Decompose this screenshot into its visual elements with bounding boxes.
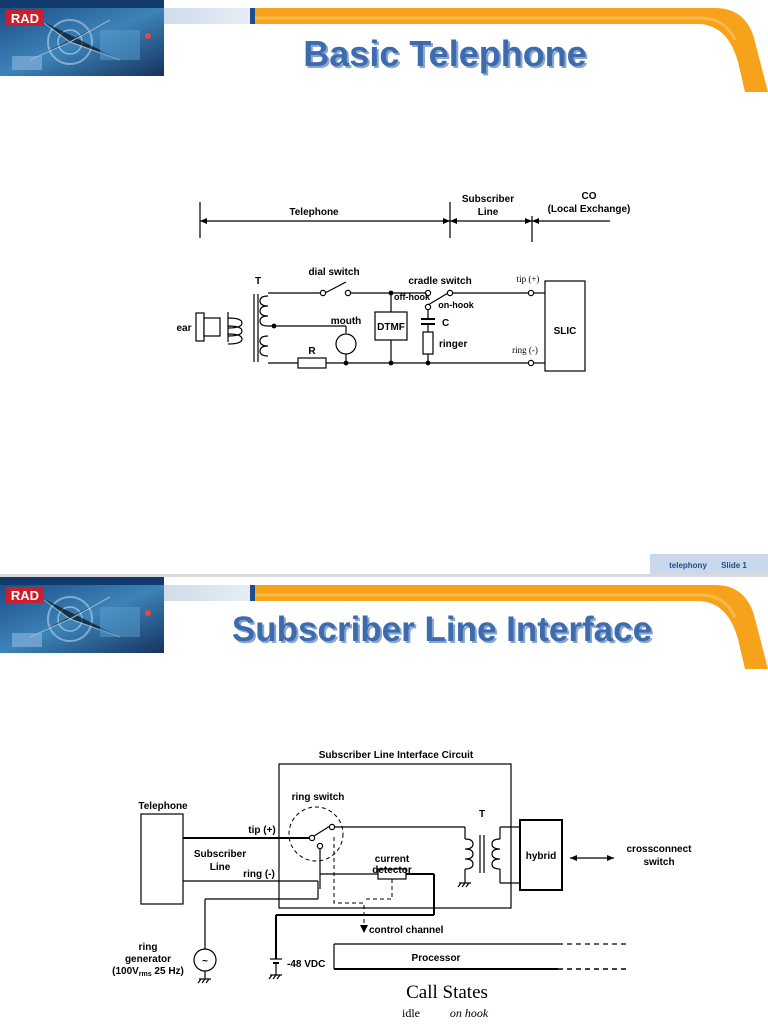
footer-topic: telephony: [669, 561, 707, 570]
label-hybrid: hybrid: [526, 851, 557, 862]
slide-title-2: Subscriber Line Interface: [232, 610, 652, 649]
label-ring-gen-3: (100Vrms 25 Hz): [112, 966, 184, 978]
label-ring-2: ring (-): [243, 869, 275, 880]
ring-switch-outline: [288, 806, 344, 862]
label-T-2: T: [479, 809, 485, 820]
ringer-icon: [422, 331, 434, 355]
svg-text:RAD: RAD: [11, 588, 39, 603]
label-subscriber-line-1: Subscriber: [462, 194, 514, 205]
header-photo: [0, 8, 164, 76]
slide-basic-telephone: RAD Basic Telephone Basic Telephone Tele…: [0, 0, 768, 577]
label-ring-gen-1: ring: [139, 942, 158, 953]
label-subscriber-line-2: Line: [478, 207, 499, 218]
label-telephone-section: Telephone: [289, 207, 339, 218]
slide-canvas-2: RAD Subscriber Line Interface Subscriber…: [0, 577, 768, 1020]
label-subscriber-2: Line: [210, 862, 231, 873]
call-states-title: Call States: [406, 982, 488, 1003]
label-control-channel: control channel: [369, 925, 444, 936]
label-subscriber-1: Subscriber: [194, 849, 246, 860]
label-slic: SLIC: [554, 326, 577, 337]
label-T: T: [255, 276, 261, 287]
slic-diagram: Subscriber Line Interface Circuit Teleph…: [112, 750, 692, 984]
label-detector-visible: detector: [372, 865, 412, 876]
label-current: current: [375, 854, 410, 865]
resistor-R-icon: [297, 357, 327, 369]
slic-circuit-box: [278, 763, 512, 909]
label-crossconnect: crossconnect: [626, 844, 692, 855]
label-telephone: Telephone: [138, 801, 188, 812]
label-ringer: ringer: [439, 339, 467, 350]
tilde-icon: ~: [202, 956, 208, 967]
label-R: R: [308, 346, 316, 357]
label-on-hook: on-hook: [438, 300, 474, 310]
ear-icon: [195, 312, 243, 345]
header-2: RAD Subscriber Line Interface Subscriber…: [0, 577, 768, 669]
header-orange-swoosh-2: [255, 585, 768, 669]
svg-text:Subscriber Line Interface: Subscriber Line Interface: [234, 612, 654, 651]
label-ring-switch: ring switch: [292, 792, 345, 803]
call-state-idle: idle: [402, 1006, 420, 1020]
call-states: Call States idle on hook: [402, 982, 489, 1020]
label-ring: ring (-): [512, 345, 538, 355]
label-ear: ear: [176, 323, 191, 334]
label-ring-gen-2: generator: [125, 954, 171, 965]
label-off-hook: off-hook: [394, 292, 431, 302]
header: RAD Basic Telephone Basic Telephone: [0, 0, 768, 92]
rad-logo: RAD: [6, 10, 44, 26]
slide-title: Basic Telephone: [303, 33, 586, 74]
slide-footer: telephony Slide 1: [0, 554, 768, 577]
label-processor: Processor: [412, 953, 461, 964]
slide-subscriber-line-interface: RAD Subscriber Line Interface Subscriber…: [0, 577, 768, 1024]
transformer-icon: [253, 294, 269, 362]
slic-box: [544, 280, 586, 372]
label-tip: tip (+): [517, 274, 540, 284]
header-bar-light: [164, 8, 250, 24]
slide-canvas: RAD Basic Telephone Basic Telephone Tele…: [0, 0, 768, 577]
call-state-idle-desc: on hook: [450, 1006, 489, 1020]
section-dimensions: Telephone Subscriber Line CO (Local Exch…: [199, 191, 631, 242]
label-dtmf: DTMF: [377, 322, 405, 333]
mouth-icon: [335, 333, 357, 355]
footer-slide-number: Slide 1: [721, 561, 747, 570]
telephone-circuit: ear T dial switch cradle switch off-hook: [176, 267, 586, 372]
hybrid-box: [519, 819, 563, 891]
label-co: CO: [582, 191, 597, 202]
rad-logo-2: RAD: [6, 587, 44, 603]
telephone-box: [140, 813, 184, 905]
label-mouth: mouth: [331, 316, 362, 327]
transformer-icon-2: [457, 826, 520, 888]
label-slic-title: Subscriber Line Interface Circuit: [319, 750, 474, 761]
svg-text:Basic Telephone: Basic Telephone: [305, 35, 588, 76]
svg-text:RAD: RAD: [11, 11, 39, 26]
label-switch: switch: [643, 857, 674, 868]
label-vdc: -48 VDC: [287, 959, 325, 970]
label-dial-switch: dial switch: [308, 267, 359, 278]
dtmf-box: [374, 311, 408, 341]
label-tip-2: tip (+): [248, 825, 276, 836]
label-C: C: [442, 318, 449, 329]
label-cradle-switch: cradle switch: [408, 276, 471, 287]
header-orange-swoosh: [255, 8, 768, 92]
label-local-exchange: (Local Exchange): [548, 204, 631, 215]
